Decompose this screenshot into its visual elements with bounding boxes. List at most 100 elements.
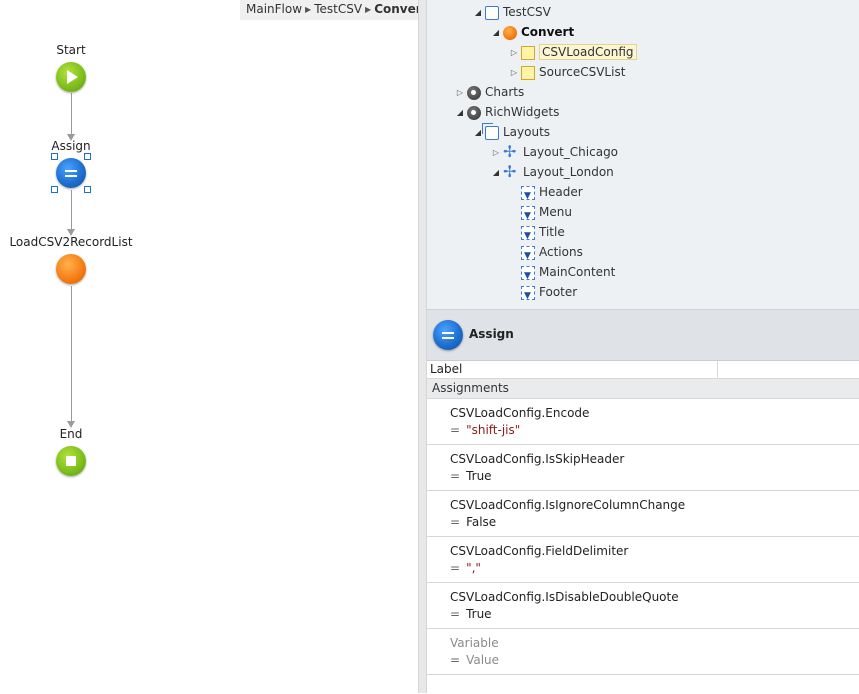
selection-handle[interactable] (84, 153, 91, 160)
end-label: End (59, 427, 83, 441)
label-property-name: Label (430, 362, 463, 376)
tree-item-csvloadconfig[interactable]: ▷ CSVLoadConfig (509, 42, 637, 62)
connector-start-assign[interactable] (70, 93, 72, 137)
module-icon (467, 85, 481, 100)
connector-arrow-icon (67, 421, 75, 428)
tree-item-label: MainContent (539, 265, 616, 279)
connector-load-end[interactable] (70, 286, 72, 424)
tree-item-richwidgets[interactable]: ◢RichWidgets (455, 102, 559, 122)
panel-splitter[interactable] (418, 0, 427, 693)
expand-open-icon[interactable]: ◢ (474, 7, 482, 17)
element-tree[interactable]: ◢TestCSV ◢Convert ▷CSVLoadConfig ▷Source… (427, 0, 859, 309)
assign-label: Assign (51, 139, 91, 153)
tree-item-label: Convert (521, 25, 575, 39)
tree-item-header[interactable]: Header (519, 182, 583, 206)
tree-item-label: Footer (539, 285, 578, 299)
connector-arrow-icon (67, 134, 75, 141)
tree-item-menu[interactable]: Menu (519, 202, 572, 226)
assignment-variable[interactable]: CSVLoadConfig.IsSkipHeader (450, 452, 625, 466)
tree-item-label: Header (539, 185, 583, 199)
assignment-row[interactable]: CSVLoadConfig.IsIgnoreColumnChange =Fals… (427, 491, 859, 537)
assignment-value-field[interactable]: =True (450, 607, 492, 621)
expand-open-icon[interactable]: ◢ (492, 167, 500, 177)
web-block-icon (503, 142, 519, 162)
expand-open-icon[interactable]: ◢ (456, 107, 464, 117)
tree-item-layout-london[interactable]: ◢Layout_London (491, 162, 614, 182)
flow-canvas[interactable]: MainFlow▶TestCSV▶Convert Start Assign Lo… (0, 0, 434, 693)
assignment-value-field[interactable]: = "shift-jis" (450, 423, 520, 437)
assignment-row[interactable]: CSVLoadConfig.FieldDelimiter ="," (427, 537, 859, 583)
tree-item-label: Layout_Chicago (523, 145, 619, 159)
assignment-variable[interactable]: CSVLoadConfig.FieldDelimiter (450, 544, 629, 558)
breadcrumb-item-mainflow[interactable]: MainFlow (246, 2, 303, 16)
expand-closed-icon[interactable]: ▷ (492, 147, 500, 157)
tree-item-layouts[interactable]: ◢ Layouts (473, 122, 550, 142)
connector-assign-load[interactable] (70, 190, 72, 232)
start-label: Start (56, 43, 86, 57)
tree-item-testcsv[interactable]: ◢ TestCSV (473, 2, 551, 22)
expand-closed-icon[interactable]: ▷ (510, 47, 518, 57)
breadcrumb: MainFlow▶TestCSV▶Convert (240, 0, 434, 20)
new-assignment-row[interactable]: Variable =Value (427, 629, 859, 675)
tree-item-label: CSVLoadConfig (539, 44, 637, 60)
expand-closed-icon[interactable]: ▷ (456, 87, 464, 97)
property-divider (717, 361, 718, 378)
execute-action-node-icon[interactable] (56, 254, 86, 284)
assignment-row[interactable]: CSVLoadConfig.Encode = "shift-jis" (427, 399, 859, 445)
assignment-value: "shift-jis" (466, 423, 521, 437)
assignment-value-field[interactable]: =True (450, 469, 492, 483)
tree-item-charts[interactable]: ▷Charts (455, 82, 524, 102)
breadcrumb-item-convert: Convert (374, 2, 428, 16)
end-node-icon[interactable] (56, 446, 86, 476)
placeholder-icon (521, 225, 535, 246)
breadcrumb-item-testcsv[interactable]: TestCSV (314, 2, 363, 16)
tree-item-label: Title (539, 225, 565, 239)
assignment-value-field[interactable]: ="," (450, 561, 481, 575)
expand-closed-icon[interactable]: ▷ (510, 67, 518, 77)
equals-sign: = (450, 423, 461, 437)
equals-sign: = (450, 653, 461, 667)
new-variable-placeholder[interactable]: Variable (450, 636, 499, 650)
tree-item-label: Menu (539, 205, 572, 219)
tree-item-label: Actions (539, 245, 583, 259)
assignment-row[interactable]: CSVLoadConfig.IsSkipHeader =True (427, 445, 859, 491)
breadcrumb-separator-icon: ▶ (365, 5, 372, 14)
tree-item-convert[interactable]: ◢ Convert (491, 22, 574, 42)
assignment-value-field[interactable]: =False (450, 515, 496, 529)
assignment-variable[interactable]: CSVLoadConfig.IsDisableDoubleQuote (450, 590, 679, 604)
selection-handle[interactable] (84, 186, 91, 193)
equals-sign: = (450, 469, 461, 483)
start-node-icon[interactable] (56, 62, 86, 92)
tree-item-label: TestCSV (503, 5, 551, 19)
assignment-value: False (466, 515, 497, 529)
placeholder-icon (521, 245, 535, 266)
tree-item-label: Layouts (503, 125, 551, 139)
tree-item-label: SourceCSVList (539, 65, 626, 79)
load-csv-label: LoadCSV2RecordList (9, 235, 133, 249)
screen-icon (485, 5, 499, 20)
tree-item-maincontent[interactable]: MainContent (519, 262, 616, 286)
assign-node-icon[interactable] (56, 158, 86, 188)
equals-sign: = (450, 561, 461, 575)
selection-handle[interactable] (51, 153, 58, 160)
tree-item-sourcecsvlist[interactable]: ▷ SourceCSVList (509, 62, 625, 82)
assignments-section-header: Assignments (427, 379, 859, 399)
web-block-icon (503, 162, 519, 182)
expand-open-icon[interactable]: ◢ (474, 127, 482, 137)
server-action-icon (503, 25, 517, 40)
assignment-variable[interactable]: CSVLoadConfig.Encode (450, 406, 590, 420)
tree-item-actions[interactable]: Actions (519, 242, 583, 266)
tree-item-title[interactable]: Title (519, 222, 565, 246)
properties-panel: Assign Label Assignments CSVLoadConfig.E… (427, 309, 859, 694)
assignment-value: True (466, 607, 492, 621)
assignment-row[interactable]: CSVLoadConfig.IsDisableDoubleQuote =True (427, 583, 859, 629)
properties-header: Assign (427, 310, 859, 361)
label-property-row[interactable]: Label (427, 361, 859, 379)
assignment-variable[interactable]: CSVLoadConfig.IsIgnoreColumnChange (450, 498, 686, 512)
expand-open-icon[interactable]: ◢ (492, 27, 500, 37)
tree-item-layout-chicago[interactable]: ▷ Layout_Chicago (491, 142, 618, 162)
tree-item-footer[interactable]: Footer (519, 282, 578, 306)
selection-handle[interactable] (51, 186, 58, 193)
new-value-field[interactable]: =Value (450, 653, 499, 667)
placeholder-icon (521, 265, 535, 286)
